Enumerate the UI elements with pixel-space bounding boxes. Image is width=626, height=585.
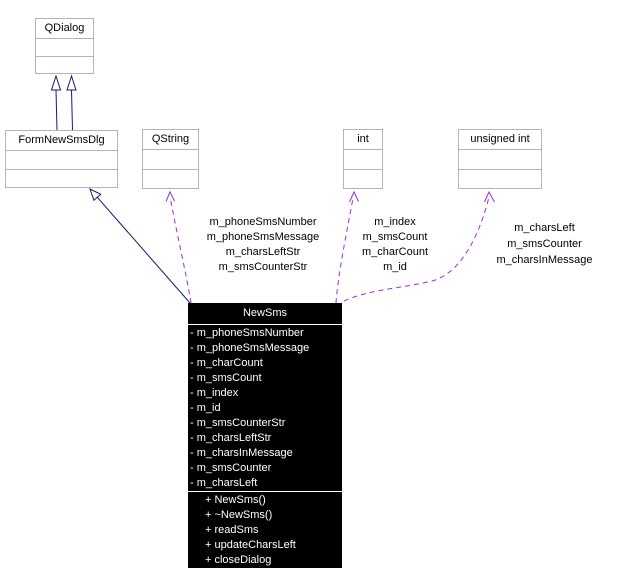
member-ref: m_index [374, 216, 416, 228]
methods-compartment [344, 170, 382, 189]
methods-compartment [143, 170, 198, 189]
member-ref: m_smsCounter [507, 238, 582, 250]
methods-compartment [459, 170, 541, 189]
class-node-newsms: NewSms - m_phoneSmsNumber - m_phoneSmsMe… [188, 303, 342, 568]
methods-compartment [36, 57, 93, 74]
method: + NewSms() [205, 494, 266, 506]
attributes-compartment: - m_phoneSmsNumber - m_phoneSmsMessage -… [188, 325, 342, 492]
attribute: - m_charsLeftStr [190, 432, 272, 444]
inheritance-edge-form-to-qdialog-left [50, 74, 62, 131]
attribute: - m_id [190, 402, 221, 414]
attribute: - m_phoneSmsMessage [190, 342, 310, 354]
class-node-int[interactable]: int [343, 129, 383, 189]
attribute: - m_phoneSmsNumber [190, 327, 304, 339]
attributes-compartment [6, 151, 117, 170]
class-name: QDialog [36, 19, 93, 39]
class-node-unsigned-int[interactable]: unsigned int [458, 129, 542, 189]
method: + closeDialog [205, 554, 272, 566]
attributes-compartment [459, 150, 541, 170]
attribute: - m_index [190, 387, 239, 399]
inheritance-edge-newsms-to-form [89, 188, 191, 304]
member-ref: m_charsLeft [514, 222, 575, 234]
member-ref: m_phoneSmsNumber [209, 216, 317, 228]
class-name: int [344, 130, 382, 150]
method: + updateCharsLeft [205, 539, 296, 551]
member-ref: m_smsCount [362, 231, 428, 243]
attribute: - m_charsInMessage [190, 447, 293, 459]
class-node-formnewsmsdlg[interactable]: FormNewSmsDlg [5, 130, 118, 188]
attributes-compartment [36, 39, 93, 57]
methods-compartment [6, 170, 117, 188]
member-ref: m_charCount [361, 246, 429, 258]
class-node-qstring[interactable]: QString [142, 129, 199, 189]
attribute: - m_charCount [190, 357, 263, 369]
method: + ~NewSms() [205, 509, 273, 521]
edge-label-int-members: m_index m_smsCount m_charCount m_id [345, 215, 445, 275]
class-name: QString [143, 130, 198, 150]
member-ref: m_smsCounterStr [218, 261, 308, 273]
member-ref: m_charsInMessage [496, 254, 593, 266]
methods-compartment: + NewSms() + ~NewSms() + readSms + updat… [188, 492, 342, 568]
member-ref: m_id [383, 261, 407, 273]
attribute: - m_smsCounterStr [190, 417, 286, 429]
edge-label-unsigned-int-members: m_charsLeft m_smsCounter m_charsInMessag… [483, 220, 606, 268]
class-name: unsigned int [459, 130, 541, 150]
attribute: - m_charsLeft [190, 477, 258, 489]
method: + readSms [205, 524, 259, 536]
attributes-compartment [344, 150, 382, 170]
attribute: - m_smsCount [190, 372, 262, 384]
member-ref: m_phoneSmsMessage [206, 231, 320, 243]
member-ref: m_charsLeftStr [225, 246, 301, 258]
edge-label-qstring-members: m_phoneSmsNumber m_phoneSmsMessage m_cha… [188, 215, 338, 275]
attributes-compartment [143, 150, 198, 170]
inheritance-edge-form-to-qdialog-right [66, 74, 77, 131]
class-name: NewSms [188, 303, 342, 325]
attribute: - m_smsCounter [190, 462, 272, 474]
class-node-qdialog[interactable]: QDialog [35, 18, 94, 74]
class-name: FormNewSmsDlg [6, 131, 117, 151]
